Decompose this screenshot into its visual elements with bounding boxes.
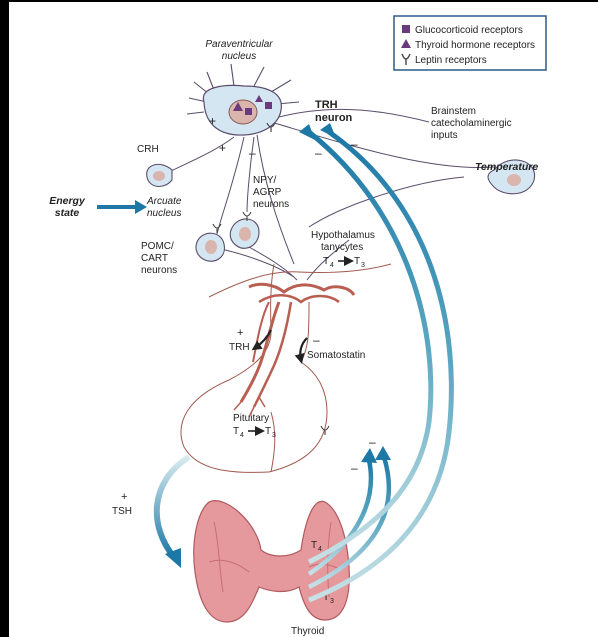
svg-text:T: T <box>311 540 317 551</box>
crh-neuron <box>147 164 172 186</box>
hypothalamus-label-2: tanycytes <box>321 242 363 253</box>
brainstem-label-2: catecholaminergic <box>431 118 512 129</box>
svg-text:3: 3 <box>330 598 334 605</box>
pituitary-label: Pituitary <box>233 413 269 424</box>
svg-text:T: T <box>354 256 360 267</box>
trh-neuron-label-1: TRH <box>315 99 338 111</box>
svg-text:4: 4 <box>318 546 322 553</box>
arcuate-label-2: nucleus <box>147 208 181 219</box>
arcuate-label-1: Arcuate <box>146 196 182 207</box>
trh-plus-sign: + <box>237 327 243 339</box>
trh-neuron-label-2: neuron <box>315 112 353 124</box>
tsh-plus-sign: + <box>121 491 127 503</box>
feedback-arrowhead <box>375 446 391 460</box>
pomc-cart-neuron <box>196 224 224 261</box>
tsh-arrow <box>157 457 189 557</box>
somatostatin-label: Somatostatin <box>307 350 365 361</box>
legend-thyroid-label: Thyroid hormone receptors <box>415 40 535 51</box>
pomc-label-3: neurons <box>141 265 177 276</box>
brainstem-label-3: inputs <box>431 130 458 141</box>
energy-label-2: state <box>55 207 80 219</box>
hpt-axis-diagram: Glucocorticoid receptors Thyroid hormone… <box>9 2 598 637</box>
temperature-label: Temperature <box>475 161 538 173</box>
paraventricular-label-1: Paraventricular <box>205 39 273 50</box>
energy-label-1: Energy <box>49 195 86 207</box>
brainstem-label-1: Brainstem <box>431 106 476 117</box>
npy-label-2: AGRP <box>253 187 282 198</box>
svg-text:T: T <box>323 256 329 267</box>
pituitary-minus-sign-2: – <box>351 461 358 475</box>
pomc-plus-sign: + <box>219 141 226 155</box>
paraventricular-label-2: nucleus <box>222 51 256 62</box>
pomc-label-1: POMC/ <box>141 241 174 252</box>
svg-text:3: 3 <box>361 262 365 269</box>
svg-text:4: 4 <box>330 262 334 269</box>
crh-plus-sign: + <box>209 114 216 128</box>
svg-text:T: T <box>265 426 271 437</box>
thyroid-label: Thyroid <box>291 626 324 637</box>
somatostatin-minus-sign: – <box>313 333 320 347</box>
trh-neuron <box>187 64 299 135</box>
t3-hypothalamus-minus-sign: – <box>351 137 358 151</box>
npy-label-1: NPY/ <box>253 175 277 186</box>
pomc-label-2: CART <box>141 253 168 264</box>
trh-lower-label: TRH <box>229 342 250 353</box>
tsh-label: TSH <box>112 506 132 517</box>
legend-leptin-label: Leptin receptors <box>415 55 487 66</box>
tanycyte-t4-t3: T 4 T 3 <box>323 256 365 269</box>
feedback-arrowhead <box>361 448 377 463</box>
energy-arrowhead <box>135 200 147 214</box>
glucocorticoid-receptor-icon <box>265 102 272 109</box>
npy-minus-sign: – <box>249 146 256 160</box>
t4-hypothalamus-minus-sign: – <box>315 146 322 160</box>
hypothalamus-label-1: Hypothalamus <box>311 230 375 241</box>
glucocorticoid-receptor-icon <box>402 25 410 33</box>
glucocorticoid-receptor-icon <box>245 108 252 115</box>
svg-text:4: 4 <box>240 432 244 439</box>
pituitary-minus-sign-1: – <box>369 435 376 449</box>
npy-label-3: neurons <box>253 199 289 210</box>
legend-glucocorticoid-label: Glucocorticoid receptors <box>415 25 523 36</box>
npy-agrp-neuron <box>230 212 259 248</box>
pituitary-t4-t3: T 4 T 3 <box>233 426 276 439</box>
crh-label: CRH <box>137 144 159 155</box>
leptin-receptor-icon <box>213 224 221 233</box>
feedback-arrowhead <box>320 123 336 138</box>
svg-text:T: T <box>233 426 239 437</box>
legend: Glucocorticoid receptors Thyroid hormone… <box>394 16 546 70</box>
svg-text:3: 3 <box>272 432 276 439</box>
